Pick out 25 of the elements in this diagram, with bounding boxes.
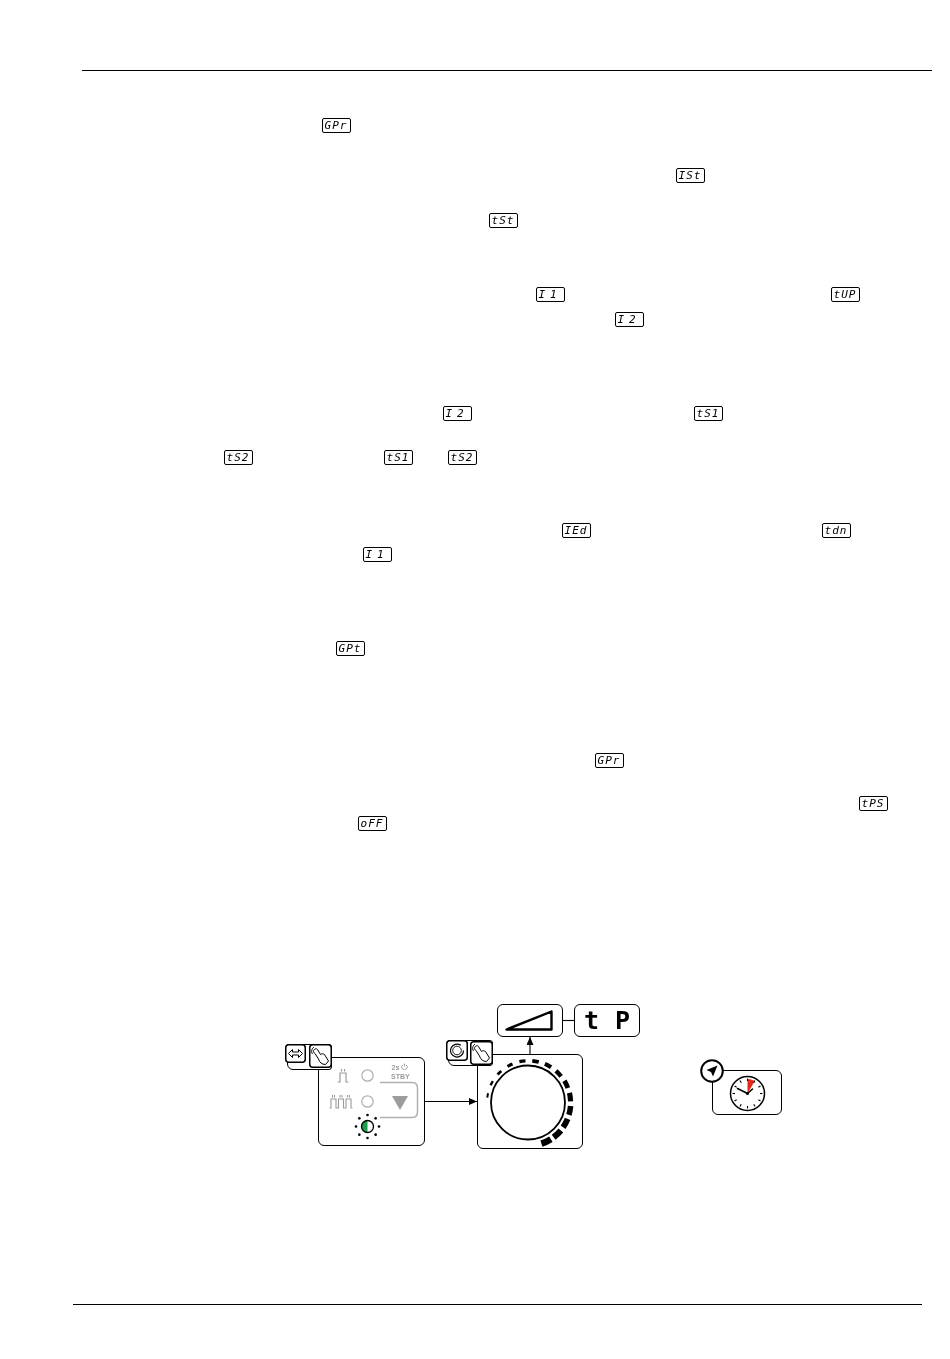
ramp-display (497, 1004, 563, 1037)
display-code: tPS (858, 795, 888, 811)
display-code: ISt (675, 167, 705, 183)
display-code: tdn (821, 522, 851, 538)
display-code: IEd (561, 522, 591, 538)
rotary-knob-panel (477, 1054, 583, 1149)
display-code: I2 (442, 405, 472, 421)
display-code: tS1 (383, 449, 413, 465)
display-code: GPr (321, 117, 351, 133)
display-code: I1 (362, 546, 392, 562)
control-panel (318, 1057, 425, 1146)
display-code: tS2 (447, 449, 477, 465)
display-code: I2 (614, 311, 644, 327)
arrow (424, 1098, 478, 1105)
display-code: tS2 (223, 449, 253, 465)
display-code: tSt (488, 212, 518, 228)
display-code: I1 (535, 286, 565, 302)
arrow (526, 1036, 534, 1055)
display-code: tUP (830, 286, 860, 302)
parameter-display: tP (574, 1004, 640, 1037)
display-code: tS1 (693, 405, 723, 421)
display-code: GPt (335, 640, 365, 656)
display-code: GPr (594, 752, 624, 768)
display-code: oFF (357, 815, 387, 831)
connector-line (562, 1019, 575, 1022)
